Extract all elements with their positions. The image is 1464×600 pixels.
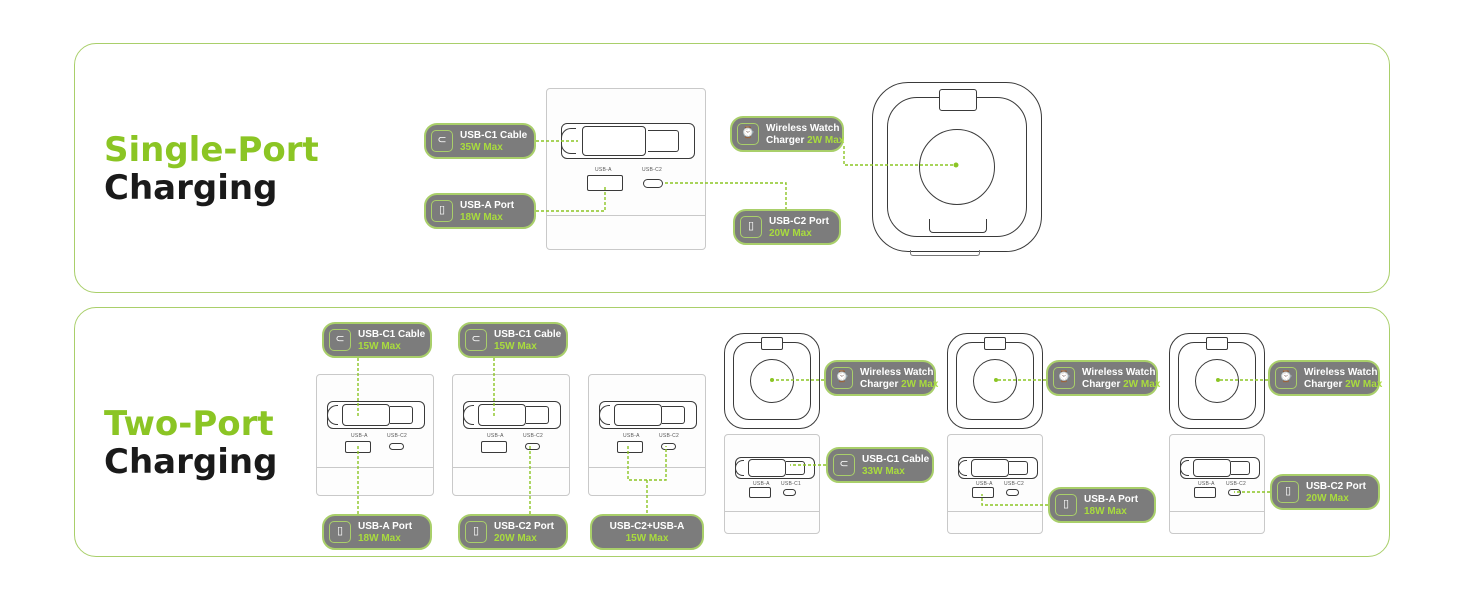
callout-usb-c2-port-20w: ▯ USB-C2 Port 20W Max — [733, 209, 841, 245]
usb-a-port — [587, 175, 623, 191]
cable-icon: ⊂ — [329, 329, 351, 351]
usb-a-port — [481, 441, 507, 453]
usb-a-icon: ▯ — [1055, 494, 1077, 516]
usb-c2-port — [389, 443, 404, 450]
usb-a-icon: ▯ — [329, 521, 351, 543]
two-port-title: Two-Port Charging — [104, 405, 277, 481]
charger-device-2: USB-A USB-C2 — [452, 374, 570, 496]
charger-device-1: USB-A USB-C2 — [316, 374, 434, 496]
watch-charger-1 — [724, 333, 820, 429]
callout-w1-usb-c1-cable: ⊂ USB-C1 Cable 33W Max — [826, 447, 934, 483]
usb-c1-cable-slot — [561, 123, 695, 159]
single-port-title-black: Charging — [104, 168, 278, 208]
charger-device-3: USB-A USB-C2 — [588, 374, 706, 496]
usb-c-icon: ▯ — [1277, 481, 1299, 503]
cable-icon: ⊂ — [465, 329, 487, 351]
callout-d1-usb-a-port: ▯ USB-A Port 18W Max — [322, 514, 432, 550]
charger-device: USB-A USB-C2 — [546, 88, 706, 250]
callout-d2-usb-c2-port: ▯ USB-C2 Port 20W Max — [458, 514, 568, 550]
usb-c-icon: ▯ — [465, 521, 487, 543]
callout-d3-usb-c2-usb-a: USB-C2+USB-A 15W Max — [590, 514, 704, 550]
callout-w3-usb-c2-port: ▯ USB-C2 Port 20W Max — [1270, 474, 1380, 510]
two-port-title-black: Charging — [104, 442, 278, 482]
watch-icon: ⌚ — [737, 123, 759, 145]
charger-device-5: USB-A USB-C2 — [947, 434, 1043, 534]
callout-usb-c1-cable-35w: ⊂ USB-C1 Cable 35W Max — [424, 123, 536, 159]
two-port-title-green: Two-Port — [104, 404, 274, 444]
usb-c2-port — [643, 179, 663, 188]
watch-icon: ⌚ — [831, 367, 853, 389]
usb-c2-port — [661, 443, 676, 450]
callout-w3-watch: ⌚ Wireless Watch Charger 2W Max — [1268, 360, 1382, 396]
callout-w2-usb-a-port: ▯ USB-A Port 18W Max — [1048, 487, 1156, 523]
port-label-usb-c2: USB-C2 — [642, 167, 663, 173]
charger-device-4: USB-A USB-C1 — [724, 434, 820, 534]
callout-d1-usb-c1-cable: ⊂ USB-C1 Cable 15W Max — [322, 322, 432, 358]
callout-d2-usb-c1-cable: ⊂ USB-C1 Cable 15W Max — [458, 322, 568, 358]
wireless-watch-charger — [872, 82, 1042, 252]
single-port-panel — [74, 43, 1390, 293]
usb-c2-port — [525, 443, 540, 450]
watch-icon: ⌚ — [1053, 367, 1075, 389]
usb-a-port — [617, 441, 643, 453]
single-port-title-green: Single-Port — [104, 130, 319, 170]
watch-icon: ⌚ — [1275, 367, 1297, 389]
charger-device-6: USB-A USB-C2 — [1169, 434, 1265, 534]
callout-usb-a-port-18w: ▯ USB-A Port 18W Max — [424, 193, 536, 229]
cable-icon: ⊂ — [431, 130, 453, 152]
usb-a-icon: ▯ — [431, 200, 453, 222]
single-port-title: Single-Port Charging — [104, 131, 319, 207]
watch-charger-3 — [1169, 333, 1265, 429]
cable-icon: ⊂ — [833, 454, 855, 476]
callout-w2-watch: ⌚ Wireless Watch Charger 2W Max — [1046, 360, 1160, 396]
callout-w1-watch: ⌚ Wireless Watch Charger 2W Max — [824, 360, 938, 396]
port-label-usb-a: USB-A — [595, 167, 612, 173]
watch-charger-2 — [947, 333, 1043, 429]
callout-wireless-watch-charger: ⌚ Wireless Watch Charger 2W Max — [730, 116, 844, 152]
usb-a-port — [345, 441, 371, 453]
usb-c-icon: ▯ — [740, 216, 762, 238]
